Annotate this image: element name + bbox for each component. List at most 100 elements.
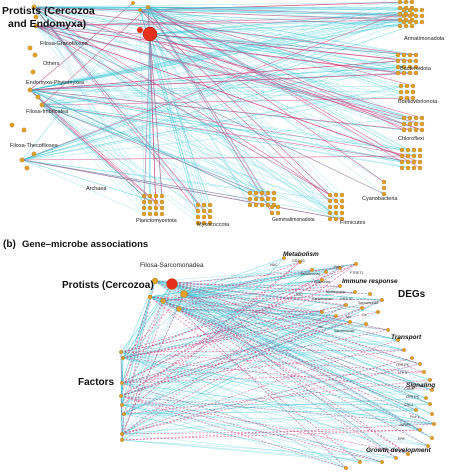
network-node — [401, 13, 407, 19]
network-edge — [143, 33, 151, 215]
network-node — [407, 13, 413, 19]
network-edge — [139, 9, 421, 157]
network-node — [153, 205, 159, 211]
network-edge — [122, 357, 417, 411]
network-edge — [149, 33, 163, 197]
network-edge — [35, 25, 421, 163]
network-edge — [21, 54, 399, 161]
network-edge — [29, 89, 403, 151]
network-node — [201, 220, 207, 226]
network-node — [253, 202, 259, 208]
network-node — [21, 127, 27, 133]
network-edge — [29, 89, 343, 196]
network-node — [247, 190, 253, 196]
network-node — [402, 348, 406, 352]
network-node — [247, 202, 253, 208]
network-edge — [121, 299, 383, 435]
deg-category-metabolism: Metabolism — [283, 251, 319, 258]
network-edge — [154, 280, 397, 459]
network-edge — [41, 66, 411, 106]
microbe-label-armatimonadota: Armatimonadota — [404, 36, 445, 42]
panel-b-factors-label: Factors — [78, 377, 115, 388]
network-node — [180, 290, 188, 298]
node-label: NAC — [270, 263, 278, 267]
network-node — [430, 388, 434, 392]
network-edge — [162, 300, 427, 399]
protist-label-phytomyxea: Endomyxa-Phytomyxea — [26, 80, 85, 86]
network-edge — [120, 351, 347, 469]
network-edge — [122, 357, 435, 425]
network-edge — [147, 6, 279, 214]
network-edge — [120, 395, 383, 463]
network-edge — [149, 19, 401, 35]
network-edge — [29, 89, 263, 200]
network-edge — [121, 382, 347, 469]
network-edge — [149, 33, 211, 206]
network-edge — [183, 293, 431, 405]
node-label: CaMK — [404, 387, 415, 391]
network-edge — [41, 104, 163, 209]
network-edge — [120, 395, 435, 425]
network-edge — [35, 25, 343, 220]
network-edge — [178, 308, 323, 313]
network-node — [327, 204, 333, 210]
network-node — [160, 298, 166, 304]
node-label: Pab 2 — [334, 265, 343, 269]
network-node — [403, 0, 409, 5]
network-edge — [139, 9, 417, 62]
network-edge — [121, 404, 429, 447]
network-node — [417, 147, 423, 153]
network-node — [119, 350, 123, 354]
network-node — [176, 306, 182, 312]
network-node — [410, 356, 414, 360]
network-node — [265, 196, 271, 202]
network-node — [320, 278, 324, 282]
network-node — [33, 14, 39, 20]
network-node — [259, 190, 265, 196]
network-edge — [147, 6, 269, 206]
network-edge — [162, 300, 417, 411]
network-node — [195, 220, 201, 226]
network-edge — [149, 271, 327, 298]
network-edge — [33, 6, 407, 9]
network-node — [151, 277, 159, 285]
network-edge — [154, 280, 433, 439]
network-edge — [120, 293, 185, 353]
network-edge — [121, 296, 151, 384]
microbe-label-myxococcota: Myxococcota — [197, 222, 230, 228]
network-edge — [29, 89, 343, 214]
node-label: Sarcomonad — [358, 301, 378, 305]
network-edge — [183, 293, 361, 463]
network-node — [147, 199, 153, 205]
network-node — [428, 378, 432, 382]
network-node — [147, 211, 153, 217]
network-edge — [121, 323, 367, 384]
network-edge — [178, 291, 356, 310]
network-edge — [122, 357, 383, 463]
network-node — [430, 412, 434, 416]
network-edge — [121, 261, 301, 406]
network-node — [141, 205, 147, 211]
protists-group-label-line1: Protists (Cercozoa — [2, 5, 95, 17]
network-edge — [35, 25, 403, 163]
network-node — [207, 208, 213, 214]
network-node — [147, 294, 153, 300]
network-node — [399, 147, 405, 153]
network-edge — [122, 357, 429, 447]
network-edge — [21, 15, 405, 161]
network-node — [310, 268, 314, 272]
network-node — [338, 266, 342, 270]
network-edge — [29, 60, 399, 91]
network-edge — [33, 6, 269, 194]
network-node — [396, 338, 400, 342]
network-node — [395, 70, 401, 76]
node-label: Cp — [362, 313, 367, 317]
network-edge — [121, 280, 156, 406]
network-node — [411, 147, 417, 153]
network-edge — [121, 439, 397, 459]
network-edge — [33, 6, 405, 68]
network-node — [407, 64, 413, 70]
microbe-label-bdellovibrionota: Bdellovibrionota — [398, 99, 438, 105]
network-node — [398, 95, 404, 101]
network-node — [138, 8, 142, 12]
